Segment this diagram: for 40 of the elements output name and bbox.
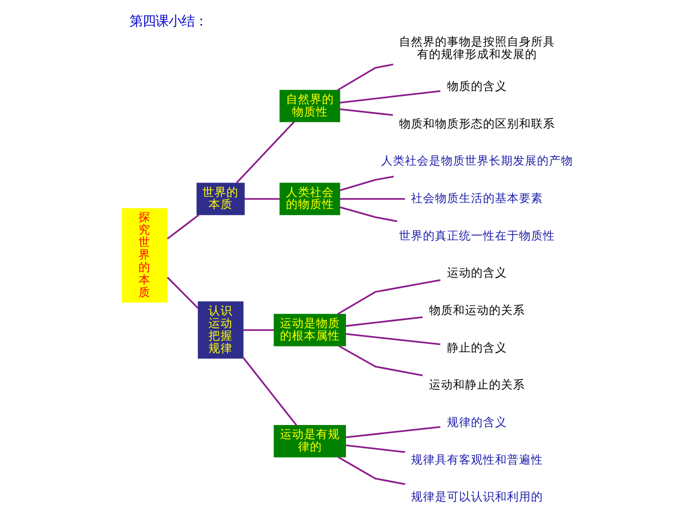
node-box: 运动是有规律的: [273, 425, 346, 458]
connector: [338, 345, 422, 376]
connector: [337, 456, 405, 485]
connector: [339, 206, 397, 222]
node-box: 人类社会的物质性: [279, 182, 340, 216]
node-text: 运动的含义: [446, 266, 507, 280]
connector: [345, 426, 440, 438]
connector: [339, 108, 392, 116]
node-text: 物质和运动的关系: [428, 303, 525, 318]
connector: [345, 333, 440, 346]
node-text: 自然界的事物是按照自身所具有的规律形成和发展的: [398, 34, 555, 62]
connector: [339, 198, 404, 200]
connector: [339, 90, 440, 104]
connector: [345, 444, 405, 453]
node-box: 世界的本质: [196, 182, 244, 216]
connector: [242, 357, 297, 426]
connector: [166, 214, 199, 240]
node-box: 自然界的物质性: [279, 90, 340, 122]
node-box: 运动是物质的根本属性: [273, 314, 346, 346]
connector: [244, 198, 280, 200]
connector: [166, 276, 198, 309]
diagram-title: 第四课小结：: [128, 14, 207, 30]
node-text: 运动和静止的关系: [428, 378, 525, 392]
node-text: 物质和物质形态的区别和联系: [398, 116, 555, 130]
node-text: 规律具有客观性和普遍性: [410, 452, 543, 466]
node-box: 认识运动把握规律: [197, 301, 243, 359]
connector: [336, 64, 393, 91]
node-text: 人类社会是物质世界长期发展的产物: [380, 154, 573, 168]
connector: [345, 316, 422, 327]
node-text: 规律是可以认识和利用的: [410, 490, 543, 504]
connector: [339, 176, 394, 192]
node-text: 世界的真正统一性在于物质性: [398, 228, 555, 242]
node-text: 社会物质生活的基本要素: [410, 191, 543, 206]
node-text: 物质的含义: [446, 78, 507, 93]
node-text: 静止的含义: [446, 340, 507, 354]
node-box: 探究世界的本质: [121, 208, 168, 303]
connector: [242, 329, 274, 331]
connector: [235, 121, 294, 184]
connector: [336, 279, 440, 315]
node-text: 规律的含义: [446, 415, 507, 430]
